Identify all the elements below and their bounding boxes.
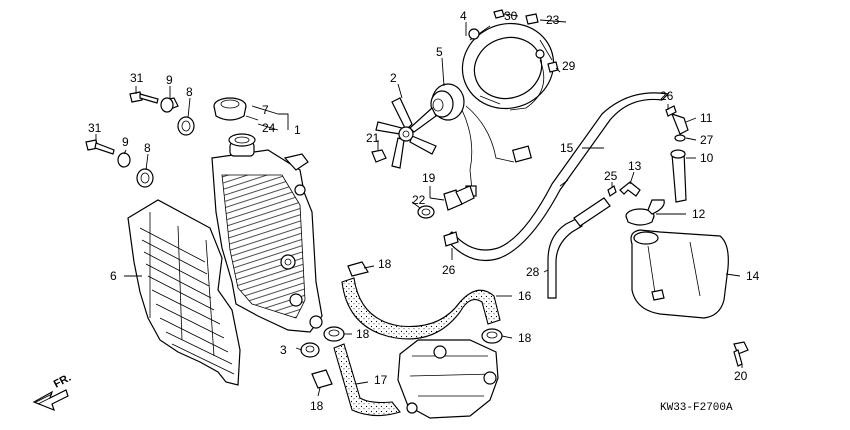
part-label-12: 12 xyxy=(692,207,706,221)
hose-15 xyxy=(444,92,670,262)
part-label-13: 13 xyxy=(628,159,642,173)
part-label-31-upper: 31 xyxy=(130,71,144,85)
part-label-9-upper: 9 xyxy=(166,73,173,87)
cooling-fan xyxy=(375,97,437,169)
fitting-13 xyxy=(619,181,641,197)
hose-16 xyxy=(341,277,501,340)
radiator-shroud xyxy=(127,199,241,386)
tank-cap xyxy=(625,199,665,226)
part-label-15: 15 xyxy=(560,141,574,155)
bolt-29 xyxy=(547,61,559,73)
bolt-20 xyxy=(733,341,749,367)
part-label-1: 1 xyxy=(294,123,301,137)
hose-28 xyxy=(547,197,611,299)
bolt-lower-left xyxy=(85,139,115,155)
part-label-26-upper: 26 xyxy=(660,89,674,103)
part-label-25: 25 xyxy=(604,169,618,183)
part-label-28: 28 xyxy=(526,265,540,279)
bolt-30 xyxy=(493,9,505,19)
radiator xyxy=(211,133,323,333)
part-label-23: 23 xyxy=(546,13,560,27)
direction-label: FR. xyxy=(52,372,73,391)
front-direction-arrow xyxy=(32,389,69,412)
breather-pipe xyxy=(665,105,689,203)
diagram-code: KW33-F2700A xyxy=(660,402,733,414)
part-label-8-upper: 8 xyxy=(186,85,193,99)
part-label-27: 27 xyxy=(700,133,714,147)
part-label-18-bottom: 18 xyxy=(310,399,324,413)
grommet-lower xyxy=(136,168,154,188)
part-label-31-lower: 31 xyxy=(88,121,102,135)
part-label-17: 17 xyxy=(374,373,388,387)
thermo-switch xyxy=(417,185,475,219)
part-label-16: 16 xyxy=(518,289,532,303)
part-label-7: 7 xyxy=(262,103,269,117)
part-label-26-lower: 26 xyxy=(442,263,456,277)
part-label-2: 2 xyxy=(390,71,397,85)
part-label-4: 4 xyxy=(460,9,467,23)
part-label-14: 14 xyxy=(746,269,760,283)
part-label-11: 11 xyxy=(700,111,713,125)
fan-shroud xyxy=(461,22,555,111)
clip-26-left xyxy=(443,231,459,247)
part-label-29: 29 xyxy=(562,59,576,73)
part-label-21: 21 xyxy=(366,131,380,145)
part-label-20: 20 xyxy=(734,369,748,383)
part-label-8-lower: 8 xyxy=(144,141,151,155)
grommet-3 xyxy=(300,342,320,358)
clip-18-mid xyxy=(323,326,345,342)
thermostat-housing xyxy=(397,339,499,419)
leader-lines xyxy=(95,13,743,397)
part-label-18-mid: 18 xyxy=(356,327,370,341)
bolt-upper-left xyxy=(129,91,159,104)
clip-18-bottom xyxy=(311,369,333,389)
part-label-5: 5 xyxy=(436,45,443,59)
bolt-23 xyxy=(525,13,539,25)
collar-lower xyxy=(117,152,131,168)
part-label-18-right: 18 xyxy=(518,331,532,345)
part-label-6: 6 xyxy=(110,269,117,283)
clip-18-top xyxy=(347,261,369,277)
part-label-3: 3 xyxy=(280,343,287,357)
part-label-19: 19 xyxy=(422,171,436,185)
part-label-9-lower: 9 xyxy=(122,135,129,149)
radiator-cap xyxy=(213,97,259,121)
part-label-18-top: 18 xyxy=(378,257,392,271)
part-label-10: 10 xyxy=(700,151,714,165)
part-label-24: 24 xyxy=(262,121,276,135)
grommet-upper xyxy=(177,116,195,136)
hose-17 xyxy=(333,343,401,417)
clip-18-right xyxy=(481,328,503,344)
collar-upper xyxy=(160,97,179,113)
part-label-22: 22 xyxy=(412,193,426,207)
part-label-30: 30 xyxy=(504,9,518,23)
reserve-tank xyxy=(630,229,729,319)
fan-nut xyxy=(371,149,387,163)
